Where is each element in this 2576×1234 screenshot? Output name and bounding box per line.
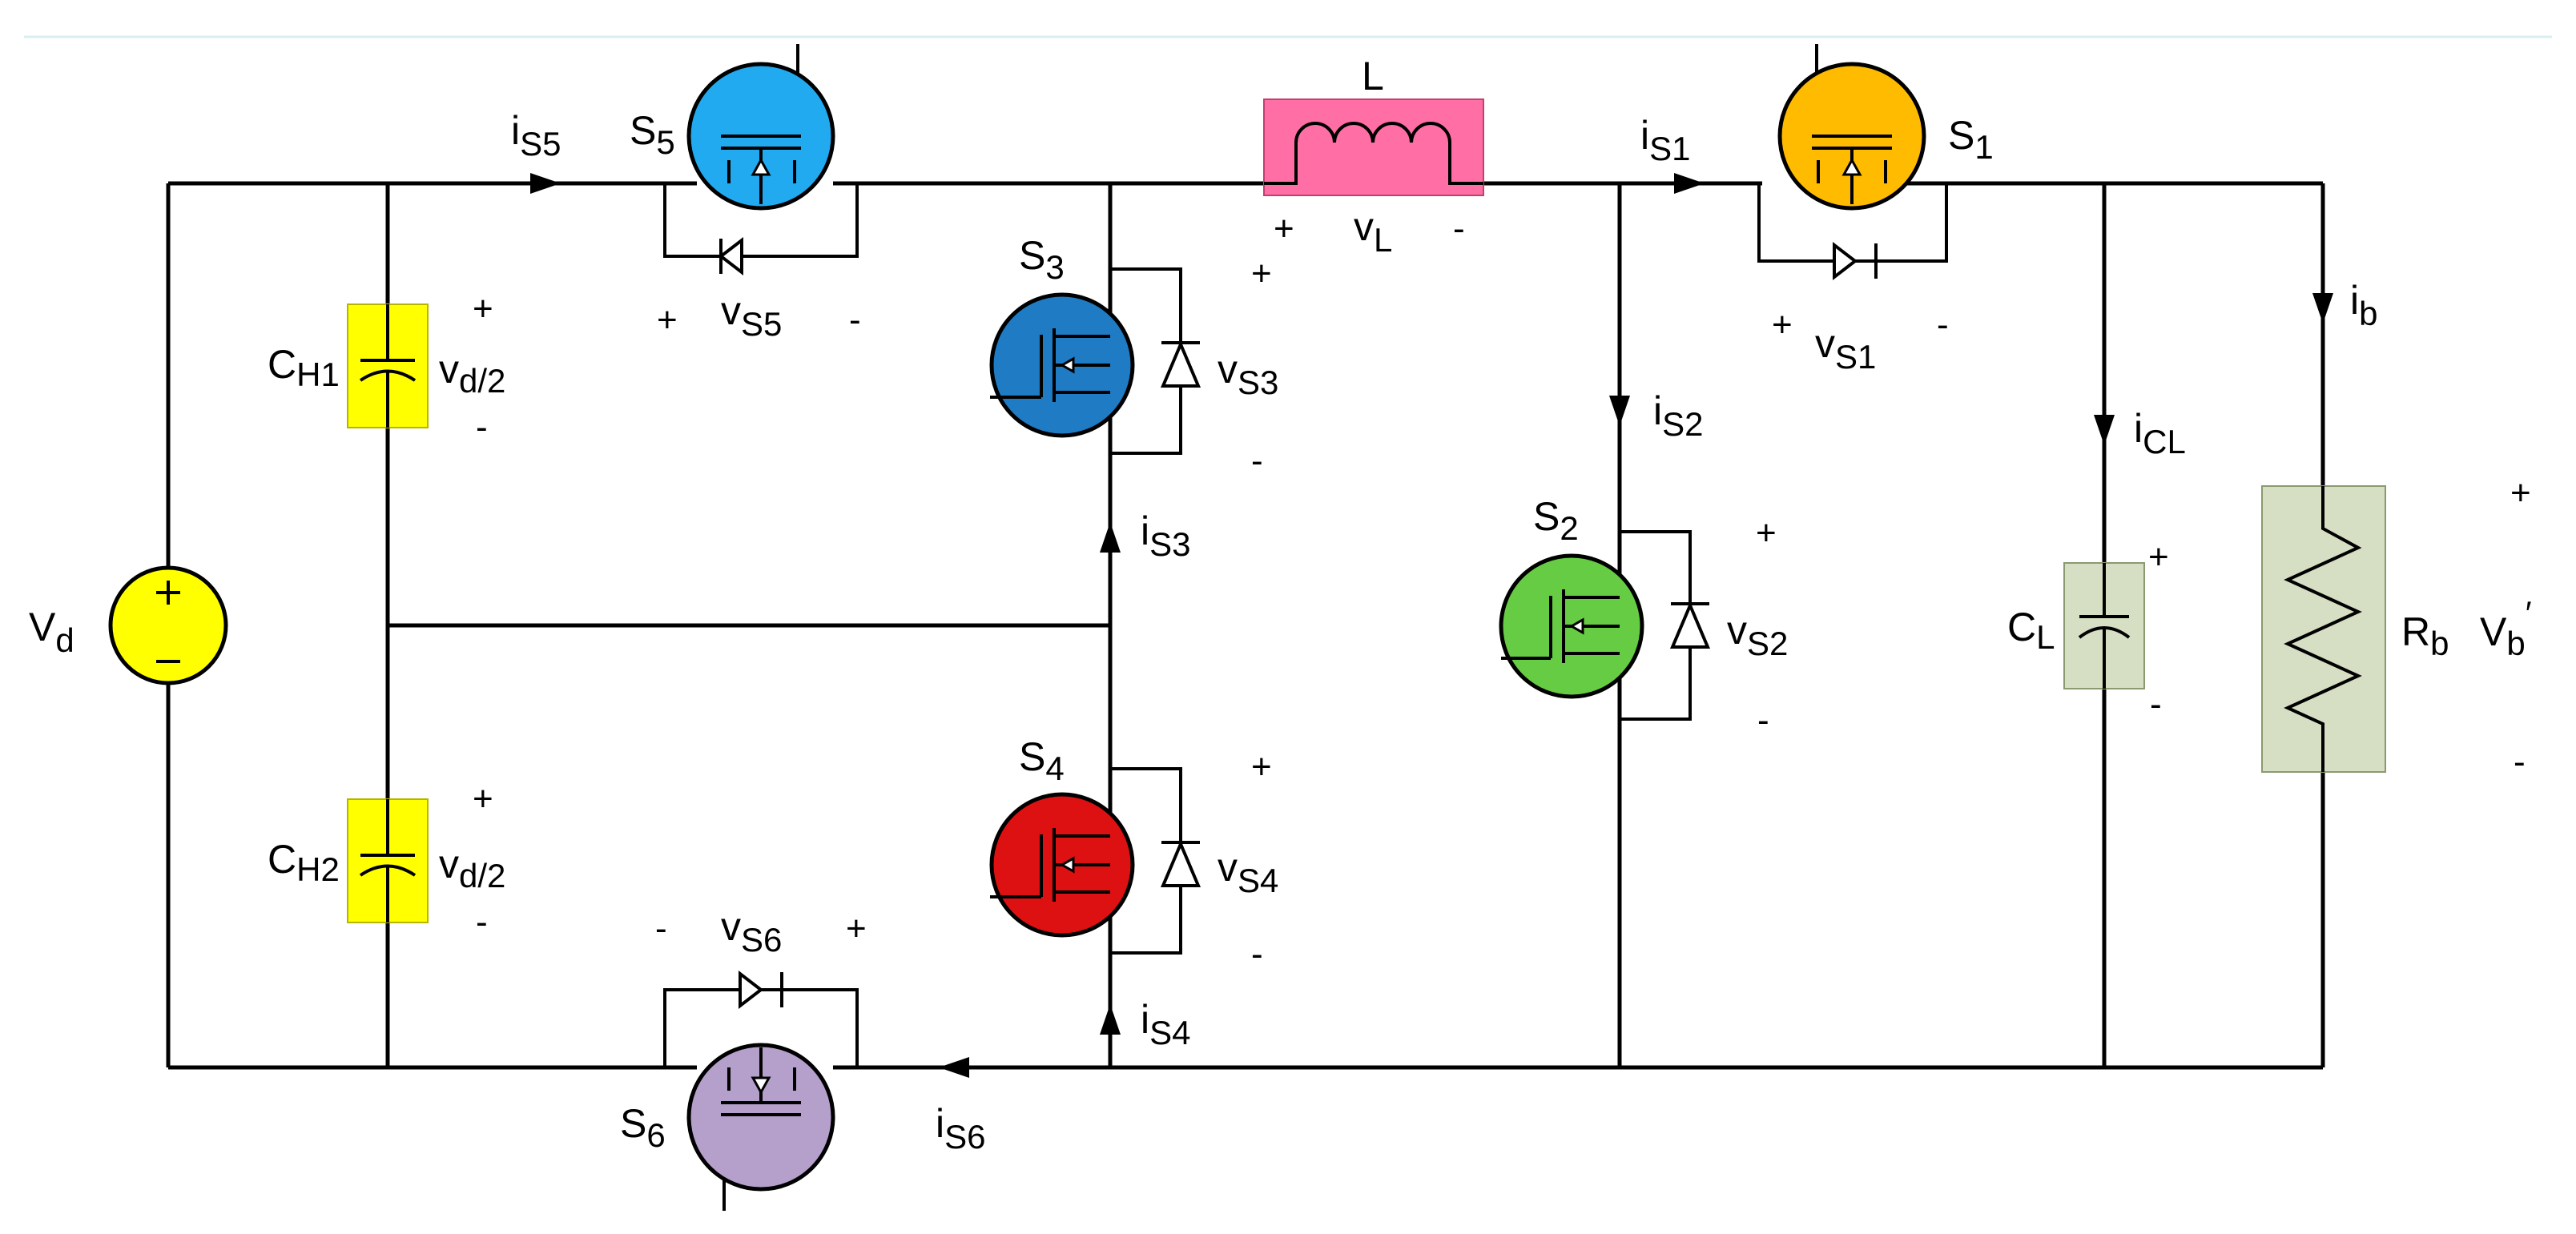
current-is5: iS5 [511,108,561,194]
s3-label: S3 [1019,233,1065,286]
icl-label: iCL [2134,406,2186,460]
current-is6: iS6 [936,1057,985,1156]
ch2-label: CH2 [268,837,340,888]
vs5-plus: + [657,300,678,340]
load-resistor-rb: Rb Vb′ + - [2261,473,2532,782]
vs4-label: vS4 [1218,845,1278,899]
vl-plus: + [1274,209,1294,248]
vl-minus: - [1453,209,1465,248]
vs3-plus: + [1251,254,1272,293]
vs2-minus: - [1757,701,1769,740]
vs1-plus: + [1772,305,1793,344]
cl-label: CL [2007,605,2055,656]
vs2-plus: + [1756,513,1777,553]
s1-label: S1 [1948,113,1994,166]
vd2-upper-label: vd/2 [439,347,505,400]
vs3-minus: - [1251,441,1263,480]
s6-label: S6 [620,1101,666,1154]
current-ib: ib [2312,278,2377,332]
switch-s1: S1 vS1 + - [1757,44,1994,376]
vs1-minus: - [1937,305,1949,344]
is4-label: iS4 [1141,997,1190,1051]
capacitor-ch1: CH1 vd/2 + - [268,289,505,447]
ch2-minus: - [476,902,488,942]
inductor-label: L [1362,54,1384,98]
vs5-label: vS5 [721,288,782,343]
vb-plus: + [2510,473,2531,512]
ch1-label: CH1 [268,342,340,393]
vs4-minus: - [1251,935,1263,974]
vs6-plus: + [846,909,867,948]
ch1-plus: + [473,289,493,328]
wires [166,181,2325,1070]
capacitor-cl: CL + - [2007,537,2169,724]
is2-label: iS2 [1653,388,1703,443]
ib-label: ib [2350,278,2377,332]
current-is2: iS2 [1609,388,1703,443]
switch-s2: S2 vS2 + - [1499,494,1788,740]
current-is4: iS4 [1100,997,1190,1051]
current-is1: iS1 [1640,113,1705,194]
switch-s3: S3 vS3 + - [989,233,1278,480]
ch1-minus: - [476,408,488,447]
ch2-plus: + [473,779,493,818]
vs3-label: vS3 [1218,347,1278,401]
cl-plus: + [2148,537,2169,577]
vb-label: Vb′ [2480,594,2532,662]
s2-label: S2 [1533,494,1579,547]
switch-s4: S4 vS4 + - [989,734,1278,974]
switch-s5: S5 vS5 + - [630,44,861,343]
voltage-source-vd: Vd [29,565,228,685]
vd-label: Vd [29,605,74,659]
vs6-minus: - [655,909,667,948]
s4-label: S4 [1019,734,1065,787]
is1-label: iS1 [1640,113,1690,167]
is3-label: iS3 [1141,508,1190,563]
switch-s6: S6 vS6 - + [620,904,867,1211]
current-icl: iCL [2094,406,2186,460]
vs2-label: vS2 [1727,608,1788,662]
capacitor-ch2: CH2 vd/2 + - [268,779,505,942]
rb-label: Rb [2401,609,2449,662]
vs6-label: vS6 [721,904,782,959]
inductor-l: L vL + - [1263,54,1484,259]
vl-label: vL [1354,204,1392,259]
vs4-plus: + [1251,747,1272,786]
current-is3: iS3 [1100,508,1190,563]
vb-minus: - [2514,742,2526,782]
cl-minus: - [2150,685,2162,724]
s5-label: S5 [630,108,675,161]
vs5-minus: - [849,300,861,340]
is6-label: iS6 [936,1101,985,1156]
vd2-lower-label: vd/2 [439,842,505,894]
vs1-label: vS1 [1815,321,1876,376]
is5-label: iS5 [511,108,561,163]
